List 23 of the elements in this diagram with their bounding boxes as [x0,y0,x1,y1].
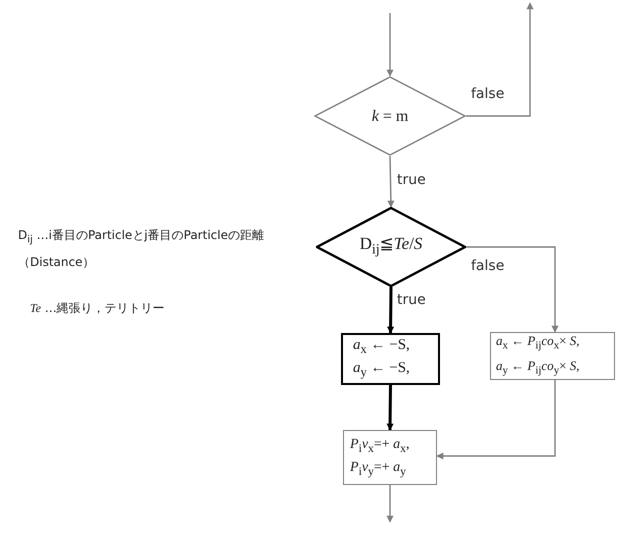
process-box [343,430,437,485]
arrow [387,156,394,208]
formula-text: a$_{y}$ ← −S, [353,359,410,381]
formula-text: k = m [372,106,408,126]
arrow [466,246,558,333]
arrow [466,2,534,117]
decision-diamond [316,207,466,287]
formula-text: P$_{i}$v$_{y}$=+ a$_{y}$ [350,458,406,480]
arrow [387,286,394,334]
arrow [386,13,394,77]
arrow [436,380,556,460]
formula-text: P$_{i}$v$_{x}$=+ a$_{x}$, [350,436,410,456]
decision-diamond [314,76,466,156]
formula-text: a$_{x}$ ← −S, [353,336,410,358]
formula-text: a$_{x}$ ← P$_{ij}$co$_{x}$× S, [496,332,580,354]
formula-text: a$_{y}$ ← P$_{ij}$co$_{y}$× S, [496,357,580,379]
note-text: Te …縄張り，テリトリー [30,300,166,317]
arrow [386,485,394,523]
note-text: D$_{ij}$ …i番目のParticleとj番目のParticleの距離（Distance） [18,227,265,272]
process-box [490,332,615,380]
arrow [386,384,394,431]
process-box [341,333,440,385]
formula-text: D$_{ij}$≦Te/S [360,234,422,260]
